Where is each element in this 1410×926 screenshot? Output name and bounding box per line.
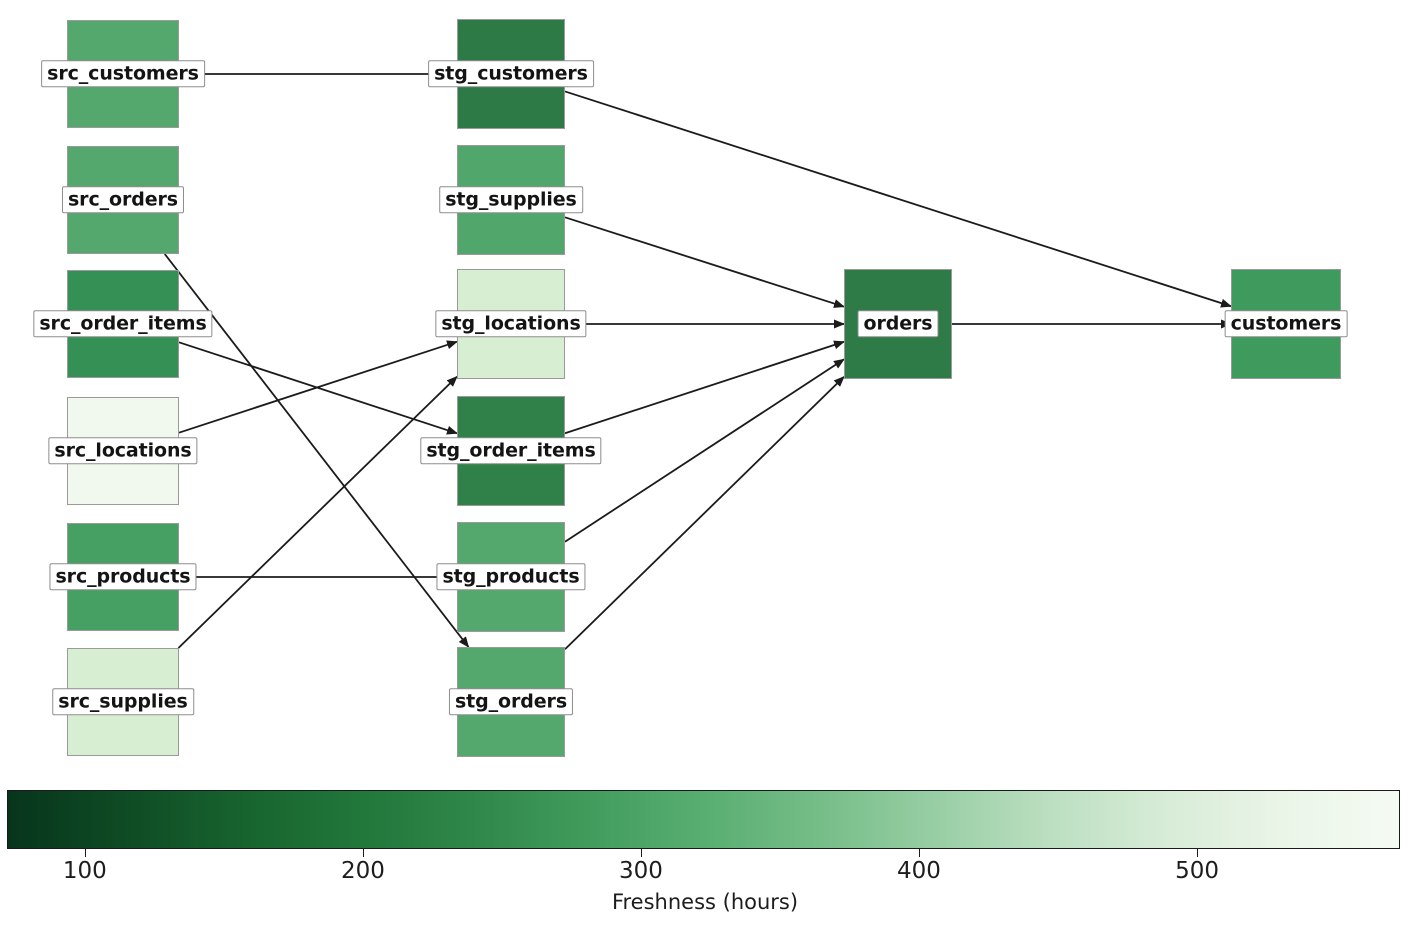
colorbar-tick-500 (1197, 849, 1199, 857)
node-label-stg_supplies: stg_supplies (439, 186, 583, 214)
node-label-src_locations: src_locations (48, 437, 198, 465)
colorbar-tick-100 (84, 849, 87, 857)
edge-stg_orders-to-orders (564, 376, 845, 650)
colorbar-ticklabel-200: 200 (340, 858, 385, 884)
node-label-src_order_items: src_order_items (33, 310, 213, 338)
colorbar-ticklabel-500: 500 (1175, 858, 1219, 884)
colorbar: 100 200 300 400 500 Freshness (hours) (0, 780, 1410, 926)
edge-stg_order_items-to-orders (564, 340, 845, 435)
colorbar-tick-200 (362, 849, 365, 857)
node-label-src_supplies: src_supplies (52, 688, 194, 716)
edges-group (164, 73, 1232, 650)
node-label-stg_order_items: stg_order_items (420, 437, 602, 465)
node-label-stg_locations: stg_locations (435, 310, 587, 338)
node-label-stg_orders: stg_orders (448, 688, 574, 716)
node-label-src_customers: src_customers (41, 60, 205, 88)
colorbar-tick-300 (640, 849, 643, 857)
node-label-customers: customers (1224, 310, 1348, 338)
colorbar-ticklabel-100: 100 (62, 858, 107, 884)
edge-stg_supplies-to-orders (564, 216, 845, 308)
colorbar-tick-400 (918, 849, 921, 857)
node-label-stg_customers: stg_customers (428, 60, 594, 88)
node-label-src_products: src_products (49, 563, 197, 591)
edge-layer (164, 73, 1232, 650)
edge-stg_products-to-orders (564, 358, 845, 543)
colorbar-axis-label: Freshness (hours) (611, 890, 799, 914)
node-label-orders: orders (857, 310, 939, 338)
colorbar-ticklabel-400: 400 (897, 858, 941, 884)
edge-src_order_items-to-stg_order_items (178, 341, 458, 435)
colorbar-gradient (7, 790, 1400, 849)
node-label-stg_products: stg_products (436, 563, 586, 591)
edge-src_locations-to-stg_locations (178, 340, 458, 434)
colorbar-ticklabel-300: 300 (618, 858, 663, 884)
node-label-src_orders: src_orders (61, 186, 185, 214)
edge-src_supplies-to-stg_locations (177, 375, 458, 649)
